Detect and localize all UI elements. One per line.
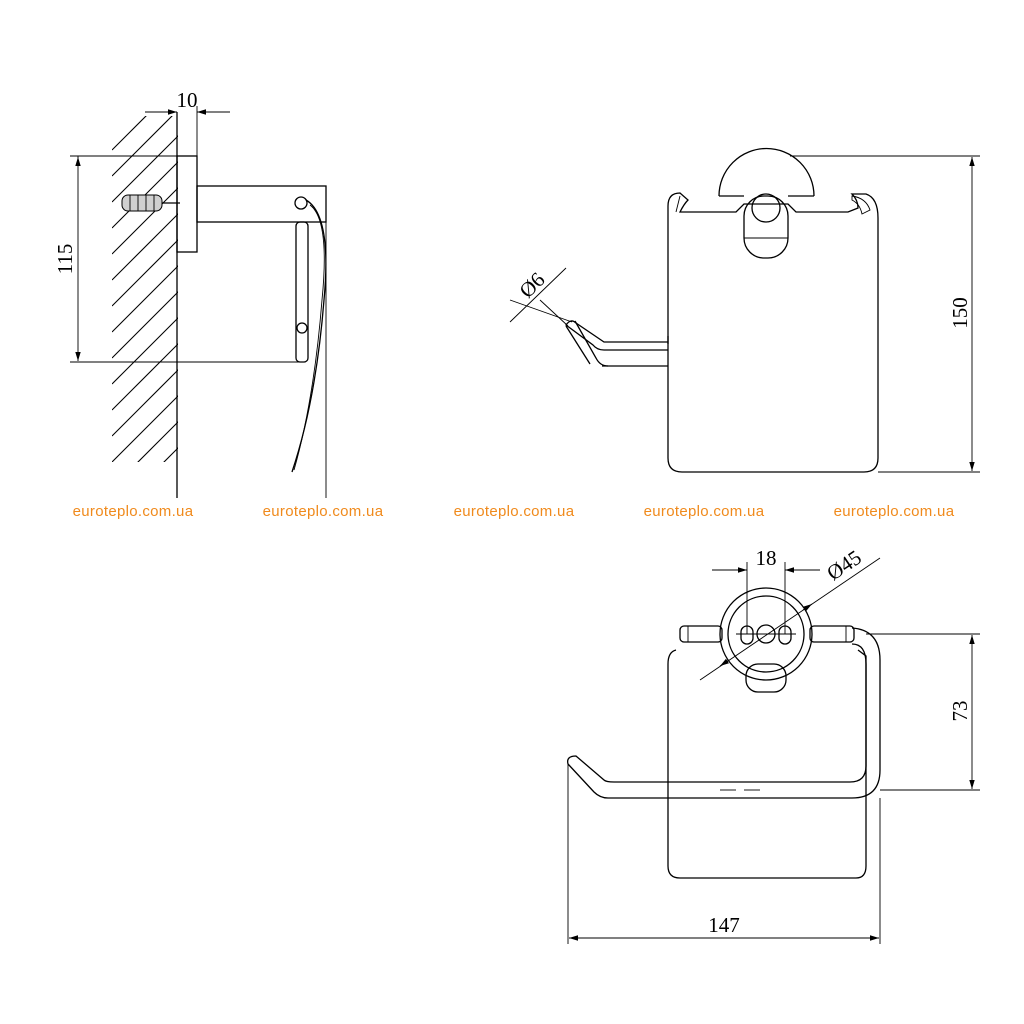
watermark-4: euroteplo.com.ua <box>644 503 765 520</box>
paper-bar-side <box>295 221 309 363</box>
cover-front <box>667 192 879 473</box>
dimension-label: 10 <box>177 88 198 112</box>
paper-rod-top <box>567 627 881 799</box>
dimension-side-height: 115 <box>53 155 304 363</box>
hinge-screw-front <box>751 193 781 223</box>
watermark-row: euroteplo.com.ua euroteplo.com.ua eurote… <box>40 498 990 520</box>
hinge-left-top <box>679 625 723 643</box>
wall-hatching <box>112 116 178 462</box>
front-view: Ø6 150 <box>509 147 980 473</box>
dimension-hole-spacing: 18 <box>712 546 820 634</box>
dimension-label: 115 <box>53 244 77 275</box>
dimension-flange-diameter: Ø45 <box>699 545 881 681</box>
flange-inner-top <box>727 595 805 673</box>
hinge-right-top <box>809 625 855 643</box>
arm-side <box>196 185 327 223</box>
dimension-front-height: 150 <box>790 155 980 473</box>
watermark-3: euroteplo.com.ua <box>454 503 575 520</box>
top-view: 18 Ø45 73 147 <box>567 545 980 944</box>
watermark-5: euroteplo.com.ua <box>834 503 955 520</box>
dimension-label: Ø6 <box>514 267 549 302</box>
dimension-label: 18 <box>756 546 777 570</box>
dimension-label: 73 <box>948 701 972 722</box>
dimension-label: 150 <box>948 297 972 329</box>
knob-top <box>745 663 787 693</box>
cover-top <box>667 649 867 879</box>
dimension-wall-gap: 10 <box>145 88 230 156</box>
bar-pin <box>296 322 308 334</box>
flange-front <box>718 147 815 197</box>
hinge-knob-front <box>743 195 789 259</box>
flange-side <box>176 155 198 253</box>
watermark-1: euroteplo.com.ua <box>73 503 194 520</box>
wall-dowel <box>121 194 180 212</box>
dimension-rod-diameter: Ø6 <box>509 267 573 327</box>
watermark-2: euroteplo.com.ua <box>263 503 384 520</box>
cover-flap-side <box>291 199 327 473</box>
dimension-top-depth: 73 <box>866 633 980 791</box>
dimension-side-depth: 70 <box>242 222 327 520</box>
dimension-label: 147 <box>708 913 740 937</box>
flange-top <box>719 587 813 681</box>
dimension-top-width: 147 <box>567 764 881 944</box>
arm-pivot <box>294 196 308 210</box>
rod-front <box>565 320 668 351</box>
dimension-label: Ø45 <box>822 545 865 585</box>
